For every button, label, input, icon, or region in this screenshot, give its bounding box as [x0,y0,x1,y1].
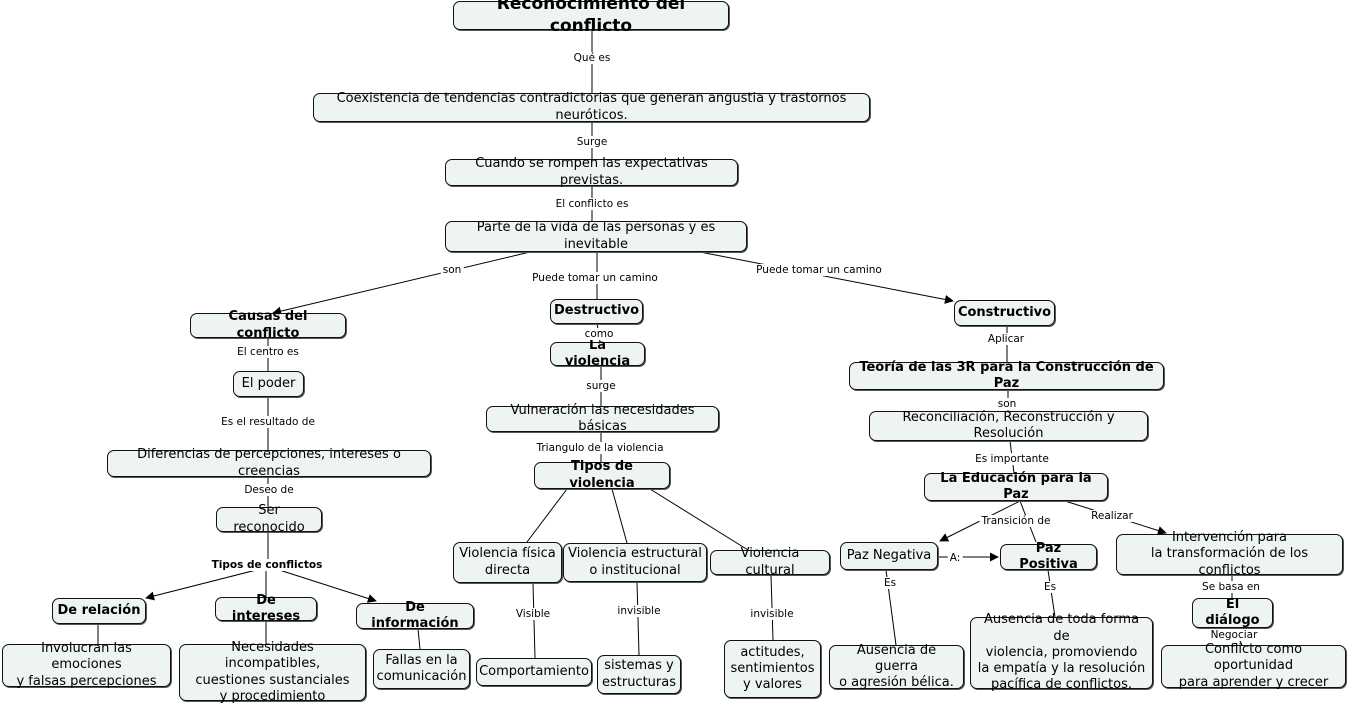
link-label: Triangulo de la violencia [534,442,666,454]
link-label: son [995,398,1019,410]
link-label: A: [947,552,963,564]
node-intervencion[interactable]: Intervención para la transformación de l… [1116,530,1343,578]
node-sistemas[interactable]: sistemas y estructuras [597,655,681,694]
node-violencia-text: La violencia [564,337,631,369]
node-ausencia-toda[interactable]: Ausencia de toda forma de violencia, pro… [970,612,1153,692]
link-label: surge [584,380,618,392]
node-paz-negativa[interactable]: Paz Negativa [840,542,938,570]
node-reconocimiento[interactable]: Reconocimiento del conflicto [453,0,729,36]
node-comportamiento-text: Comportamiento [479,663,589,679]
node-violencia[interactable]: La violencia [550,338,645,369]
node-comportamiento[interactable]: Comportamiento [476,658,592,686]
node-necesidades-text: Necesidades incompatibles, cuestiones su… [195,640,350,704]
link-label: Deseo de [242,484,296,496]
node-violencia-estructural[interactable]: Violencia estructural o institucional [563,543,707,582]
node-teoria[interactable]: Teoría de las 3R para la Construcción de… [849,359,1164,391]
node-violencia-fisica-text: Violencia física directa [459,546,556,578]
node-de-relacion[interactable]: De relación [52,598,146,624]
node-diferencias[interactable]: Diferencias de percepciones, intereses o… [107,447,431,479]
node-violencia-fisica[interactable]: Violencia física directa [453,542,562,583]
node-diferencias-text: Diferencias de percepciones, intereses o… [137,447,401,479]
link-label: Realizar [1089,510,1135,522]
node-ser-reconocido-text: Ser reconocido [233,503,305,535]
link-label: Visible [513,608,553,620]
node-ausencia-toda-text: Ausencia de toda forma de violencia, pro… [977,612,1146,693]
node-ausencia-guerra-text: Ausencia de guerra o agresión bélica. [839,642,954,691]
node-coexistencia[interactable]: Coexistencia de tendencias contradictori… [313,91,870,123]
node-de-relacion-text: De relación [57,602,141,618]
node-sistemas-text: sistemas y estructuras [601,658,677,690]
node-violencia-estructural-text: Violencia estructural o institucional [568,546,702,578]
node-de-intereses[interactable]: De intereses [215,593,317,624]
node-intervencion-text: Intervención para la transformación de l… [1150,530,1309,578]
node-tipos-violencia[interactable]: Tipos de violencia [534,459,670,491]
link-label: Transición de [979,515,1053,527]
link-label: Se basa en [1200,581,1262,593]
link-label: El conflicto es [553,198,631,210]
link-label: Es [881,577,899,589]
link-label: invisible [748,608,796,620]
node-cuando[interactable]: Cuando se rompen las expectativas previs… [445,156,738,188]
node-actitudes[interactable]: actitudes, sentimientos y valores [724,640,821,698]
node-poder-text: El poder [241,375,296,391]
link-label: Es [1041,581,1059,593]
link-label: Es el resultado de [219,416,317,428]
node-poder[interactable]: El poder [233,371,304,397]
link-label: Aplicar [985,333,1027,345]
node-destructivo[interactable]: Destructivo [550,299,643,324]
node-oportunidad[interactable]: Conflicto como oportunidad para aprender… [1161,642,1346,690]
node-paz-positiva-text: Paz Positiva [1019,540,1078,572]
node-reconciliacion[interactable]: Reconciliación, Reconstrucción y Resoluc… [869,409,1148,441]
node-de-informacion-text: De información [371,599,459,631]
node-ser-reconocido[interactable]: Ser reconocido [216,503,322,535]
node-constructivo[interactable]: Constructivo [954,300,1055,326]
link-label: Negociar [1208,629,1260,641]
node-educacion-text: La Educación para la Paz [940,470,1092,502]
link-label: Puede tomar un camino [754,264,884,276]
node-educacion[interactable]: La Educación para la Paz [924,470,1108,502]
node-causas-text: Causas del conflicto [228,309,308,341]
link-label: Qué es [571,52,613,64]
link-label: son [440,264,464,276]
link-label: Surge [574,136,610,148]
node-vulneracion-text: Vulneración las necesidades básicas [510,402,695,434]
node-violencia-cultural-text: Violencia cultural [740,546,800,578]
node-involucran[interactable]: Involucran las emociones y falsas percep… [2,641,171,689]
node-actitudes-text: actitudes, sentimientos y valores [730,644,815,693]
node-cuando-text: Cuando se rompen las expectativas previs… [475,156,708,188]
node-causas[interactable]: Causas del conflicto [190,309,346,341]
link-label: Es importante [973,453,1051,465]
node-dialogo-text: El diálogo [1205,596,1260,628]
node-paz-negativa-text: Paz Negativa [846,547,932,563]
link-label: El centro es [235,346,301,358]
link-label: Puede tomar un camino [530,272,660,284]
node-tipos-violencia-text: Tipos de violencia [569,459,635,491]
node-violencia-cultural[interactable]: Violencia cultural [710,546,830,578]
node-reconciliacion-text: Reconciliación, Reconstrucción y Resoluc… [902,409,1115,441]
node-fallas-text: Fallas en la comunicación [376,652,467,684]
node-fallas[interactable]: Fallas en la comunicación [373,649,470,689]
node-paz-positiva[interactable]: Paz Positiva [1000,541,1097,572]
node-ausencia-guerra[interactable]: Ausencia de guerra o agresión bélica. [829,642,964,691]
node-de-informacion[interactable]: De información [356,600,474,631]
node-involucran-text: Involucran las emociones y falsas percep… [16,641,157,689]
node-coexistencia-text: Coexistencia de tendencias contradictori… [336,91,847,123]
node-constructivo-text: Constructivo [957,304,1052,320]
node-reconocimiento-text: Reconocimiento del conflicto [496,0,686,36]
link-label: invisible [615,605,663,617]
node-parte[interactable]: Parte de la vida de las personas y es in… [445,220,747,252]
node-de-intereses-text: De intereses [231,592,301,624]
node-necesidades[interactable]: Necesidades incompatibles, cuestiones su… [179,640,366,704]
link-label: como [582,328,616,340]
node-destructivo-text: Destructivo [554,303,640,319]
node-parte-text: Parte de la vida de las personas y es in… [476,220,716,252]
link-label: Tipos de conflictos [209,559,325,571]
node-vulneracion[interactable]: Vulneración las necesidades básicas [486,403,719,434]
node-dialogo[interactable]: El diálogo [1192,596,1273,628]
node-teoria-text: Teoría de las 3R para la Construcción de… [859,359,1154,391]
node-oportunidad-text: Conflicto como oportunidad para aprender… [1178,642,1329,690]
